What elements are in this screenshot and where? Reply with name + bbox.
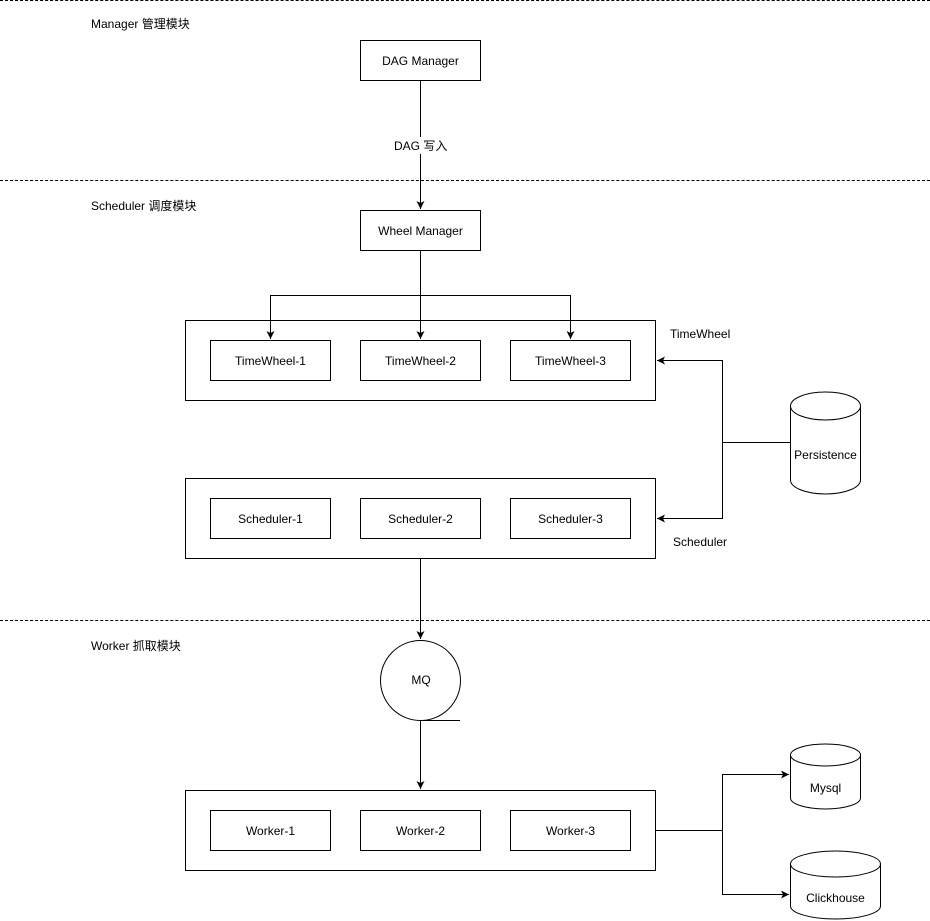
- scheduler-group[interactable]: [185, 478, 656, 559]
- edge-wheel-right: [420, 295, 575, 339]
- section-label-worker: Worker 抓取模块: [91, 639, 181, 653]
- edge-wheel-left: [266, 295, 421, 339]
- top-divider: [0, 0, 930, 1]
- edge-worker-clickhouse: [722, 830, 789, 899]
- persistence-cylinder-shape: [790, 391, 861, 495]
- manager-scheduler-divider: [0, 180, 930, 181]
- edge-persistence-scheduler: [657, 442, 723, 523]
- section-label-scheduler: Scheduler 调度模块: [91, 199, 197, 213]
- worker-group[interactable]: [185, 790, 656, 871]
- timewheel-group[interactable]: [185, 320, 656, 401]
- clickhouse-cylinder-shape: [790, 850, 881, 920]
- timewheel-group-label: TimeWheel: [670, 327, 731, 341]
- clickhouse-node-label[interactable]: Clickhouse: [806, 891, 865, 905]
- timewheel-1-node[interactable]: TimeWheel-1: [210, 340, 331, 381]
- mysql-node-label[interactable]: Mysql: [809, 781, 842, 795]
- timewheel-2-node[interactable]: TimeWheel-2: [360, 340, 481, 381]
- wheel-manager-node[interactable]: Wheel Manager: [360, 210, 481, 251]
- mysql-cylinder-shape: [790, 743, 861, 810]
- section-label-manager: Manager 管理模块: [91, 17, 190, 31]
- worker-3-node[interactable]: Worker-3: [510, 810, 631, 851]
- edge-worker-mysql: [722, 770, 789, 831]
- timewheel-3-node[interactable]: TimeWheel-3: [510, 340, 631, 381]
- persistence-node-label[interactable]: Persistence: [794, 448, 857, 462]
- scheduler-worker-divider: [0, 620, 930, 621]
- scheduler-group-label: Scheduler: [673, 535, 728, 549]
- mq-node-label[interactable]: MQ: [411, 673, 431, 687]
- mq-shape: [380, 640, 461, 721]
- scheduler-2-node[interactable]: Scheduler-2: [360, 498, 481, 539]
- worker-2-node[interactable]: Worker-2: [360, 810, 481, 851]
- scheduler-3-node[interactable]: Scheduler-3: [510, 498, 631, 539]
- edge-label-dag-write: DAG 写入: [393, 137, 449, 154]
- worker-1-node[interactable]: Worker-1: [210, 810, 331, 851]
- edge-persistence-timewheel: [657, 356, 723, 443]
- scheduler-1-node[interactable]: Scheduler-1: [210, 498, 331, 539]
- dag-manager-node[interactable]: DAG Manager: [360, 40, 481, 81]
